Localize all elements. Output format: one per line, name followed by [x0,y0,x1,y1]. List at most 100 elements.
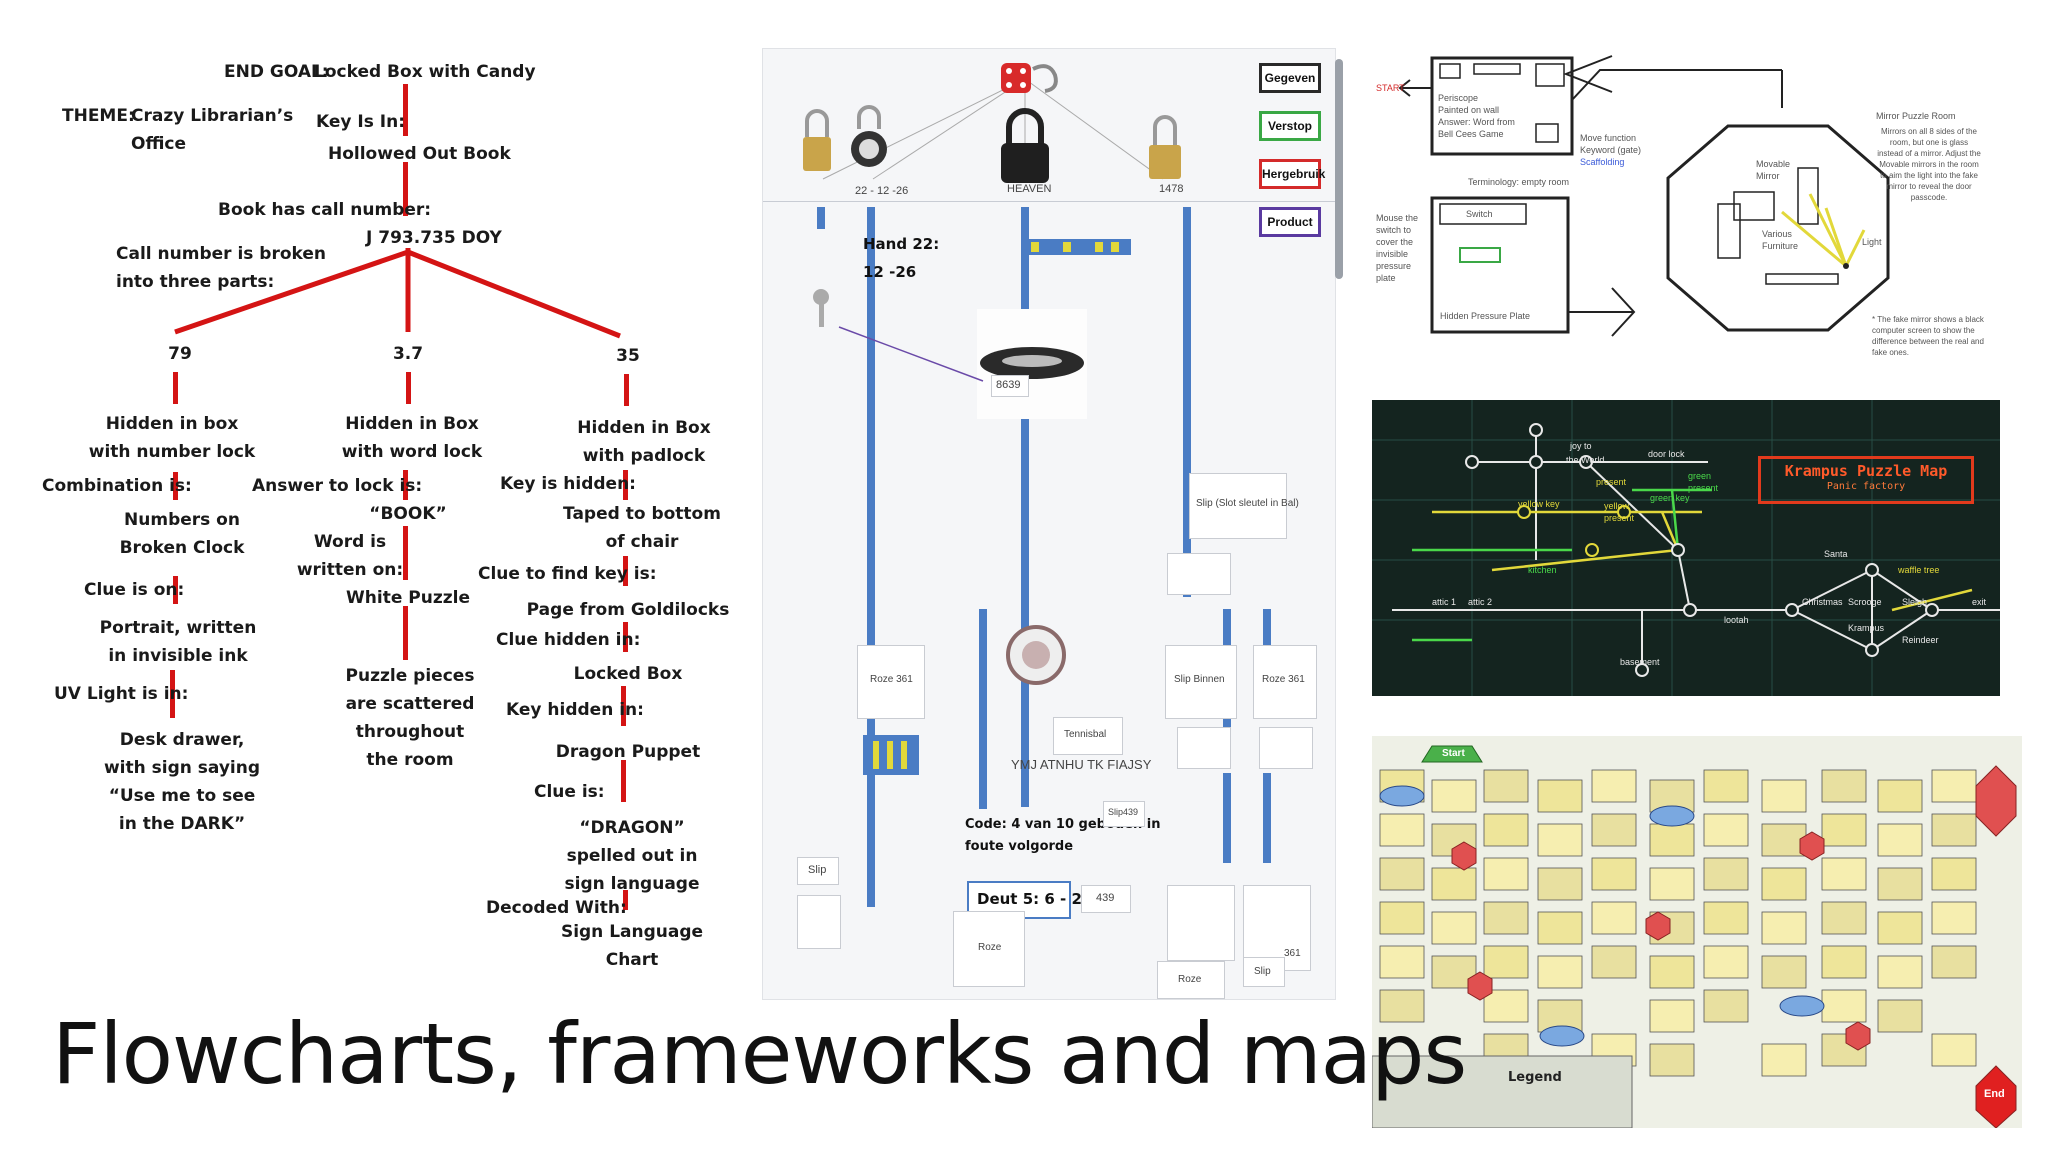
middle-q1: Answer to lock is: [252,476,423,496]
left-a1: Hidden in box [105,414,239,434]
middle-c1: White Puzzle [346,588,470,608]
room-sketch-panel: START Periscope Painted on wall Answer: … [1372,48,1992,378]
n439: 439 [1096,892,1115,904]
sketch-text: Keyword (gate) [1580,145,1642,155]
end-goal-label: END GOAL: [224,62,329,82]
sketch-text: * The fake mirror shows a black computer… [1872,315,1984,357]
slip439-box: Slip439 [1103,801,1145,827]
right-q1: Key is hidden: [500,474,636,494]
roze-bottom: Roze [978,942,1002,953]
sketch-text: Mirror Puzzle Room [1876,111,1956,121]
code-8639-box: 8639 [991,375,1029,397]
roze-left: Roze 361 [870,674,913,685]
map-label: present [1596,477,1627,487]
left-d2: with sign saying [103,758,261,778]
sketch-text: cover the [1376,237,1414,247]
theme-line1: Crazy Librarian’s [131,106,294,126]
sketch-text: Bell Cees Game [1438,129,1504,139]
left-q3: UV Light is in: [54,684,189,704]
seal-image [1006,625,1066,685]
code-line2: foute volgorde [965,839,1074,854]
sketch-text: Various [1762,229,1792,239]
key-icon [813,289,984,382]
n361-box: 361 [1243,885,1311,971]
branch-number-79: 79 [168,344,192,364]
sketch-text: Movable [1756,159,1791,169]
right-q6: Decoded With: [486,898,627,918]
roze-bottom2-box: Roze [1157,961,1225,999]
sketch-text: plate [1376,273,1396,283]
map-label: Krampus [1848,623,1885,633]
krampus-puzzle-map: joy to the World door lock present green… [1372,400,2000,696]
deut-text: Deut 5: 6 - 22 [977,890,1093,908]
right-f2: spelled out in [566,846,698,866]
right-q2: Clue to find key is: [478,564,657,584]
left-c1: Portrait, written [99,618,257,638]
left-q1: Combination is: [42,476,192,496]
sketch-text: Scaffolding [1580,157,1625,167]
slip439: Slip439 [1108,807,1139,817]
middle-d4: the room [366,750,454,770]
slip-sleutel-box: Slip (Slot sleutel in Bal) [1189,473,1299,539]
key-is-in: Key Is In: [316,112,405,132]
right-b2: of chair [605,532,679,552]
right-a1: Hidden in Box [577,418,711,438]
map-label: attic 1 [1432,597,1457,607]
right-q3: Clue hidden in: [496,630,641,650]
combo-lock-image [977,309,1087,419]
slip-left-box: Slip [797,857,839,885]
map-label: attic 2 [1468,597,1493,607]
lock-icons [803,63,1181,183]
flowchart-start: Start [1442,748,1465,759]
tennisbal: Tennisbal [1064,729,1107,740]
sketch-text: pressure [1376,261,1412,271]
right-a2: with padlock [582,446,706,466]
sketch-text: Light [1862,237,1882,247]
tennisbal-box: Tennisbal [1053,717,1123,755]
roze-right-box: Roze 361 [1253,645,1317,719]
branch-connectors [174,248,621,339]
sketch-text: Move function [1580,133,1637,143]
map-label: Scrooge [1848,597,1882,607]
broken-line1: Call number is broken [116,244,327,264]
left-c2: in invisible ink [108,646,248,666]
map-label: present [1604,513,1635,523]
left-d4: in the DARK” [118,814,246,834]
n361: 361 [1284,948,1301,959]
slip-bottom: Slip [1254,966,1271,977]
lock-code-4: 1478 [1159,183,1184,195]
map-label: yellow [1604,501,1630,511]
map-label: basement [1620,657,1660,667]
code-8639: 8639 [996,379,1021,391]
map-label: door lock [1648,449,1685,459]
map-label: lootah [1724,615,1749,625]
branch-number-35: 35 [616,346,640,366]
legend-verstop: Verstop [1259,111,1321,141]
map-title: Krampus Puzzle Map [1784,462,1948,480]
slip-sleutel: Slip (Slot sleutel in Bal) [1196,498,1299,509]
theme-label: THEME: [62,106,135,126]
left-a2: with number lock [88,442,256,462]
middle-d1: Puzzle pieces [345,666,475,686]
broken-line2: into three parts: [116,272,275,292]
map-label: Reindeer [1902,635,1939,645]
end-goal-value: Locked Box with Candy [314,62,536,82]
map-label: present [1688,483,1719,493]
scrollbar[interactable] [1335,59,1343,279]
slide-title: Flowcharts, frameworks and maps [52,1005,1467,1103]
left-d1: Desk drawer, [119,730,245,750]
roze-bottom-box: Roze [953,911,1025,987]
map-label: yellow key [1518,499,1560,509]
sketch-text: switch to [1376,225,1412,235]
roze-bottom2: Roze [1178,974,1202,985]
middle-d2: are scattered [345,694,475,714]
map-label: exit [1972,597,1987,607]
left-q2: Clue is on: [84,580,185,600]
map-label: kitchen [1528,565,1557,575]
roze-right: Roze 361 [1262,674,1305,685]
legend-gegeven: Gegeven [1259,63,1321,93]
slip-bottom-box: Slip [1243,957,1285,987]
cipher-text: YMJ ATNHU TK FIAJSY [1011,757,1152,772]
connector [403,84,408,136]
hollowed-out-book: Hollowed Out Book [328,144,511,164]
